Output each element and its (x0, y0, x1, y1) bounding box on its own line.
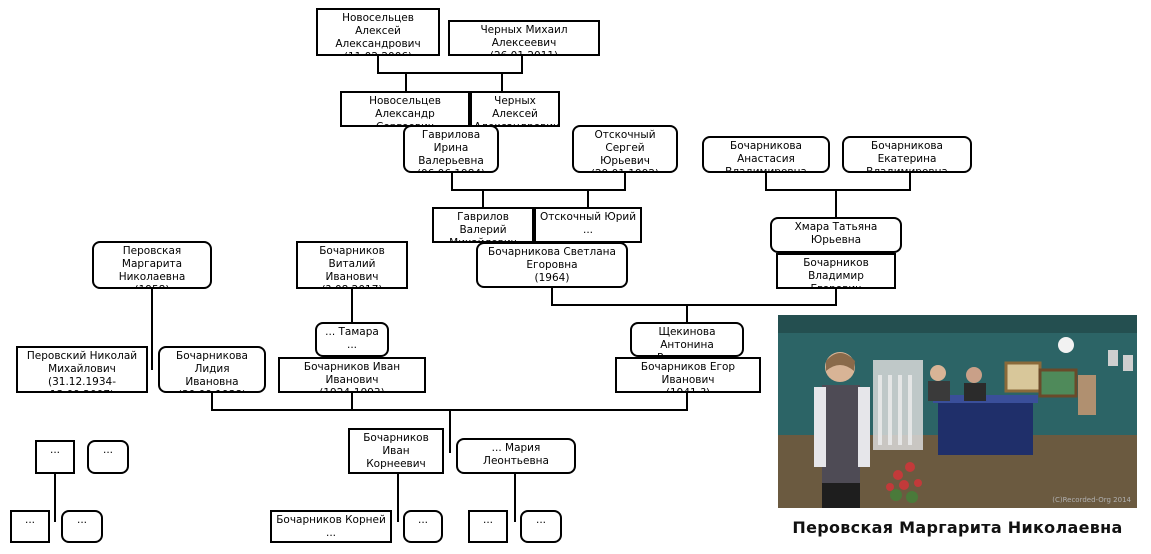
connector-group (54, 56, 911, 522)
person-node-bocharnikov-egor[interactable]: Бочарников Егор Иванович (1941-?) (615, 357, 761, 393)
person-node-chernykh-mikhail[interactable]: Черных Михаил Алексеевич (26.01.2011) (448, 20, 600, 56)
person-node-unknown[interactable]: ... (61, 510, 103, 543)
person-node-unknown[interactable]: ... (87, 440, 129, 474)
person-node-novoseltsev-aleksandr[interactable]: Новосельцев Александр Сергеевич (340, 91, 470, 127)
photo-illustration (778, 315, 1137, 508)
person-node-bocharnikov-vitaly[interactable]: Бочарников Виталий Иванович (?-08.2017) (296, 241, 408, 289)
person-node-bocharnikov-vladimir[interactable]: Бочарников Владимир Егорович (776, 253, 896, 289)
person-node-tamara[interactable]: ... Тамара ... (315, 322, 389, 357)
person-node-gavrilova-irina[interactable]: Гаврилова Ирина Валерьевна (06.06.1984) (403, 125, 499, 173)
person-node-bocharnikova-svetlana[interactable]: Бочарникова Светлана Егоровна (1964) (476, 242, 628, 288)
person-node-perovskaya-margarita[interactable]: Перовская Маргарита Николаевна (1958) (92, 241, 212, 289)
person-node-bocharnikov-ivan-korneevich[interactable]: Бочарников Иван Корнеевич (1896-1957) (348, 428, 444, 474)
person-node-bocharnikova-anastasia[interactable]: Бочарникова Анастасия Владимировна (702, 136, 830, 173)
person-node-gavrilov-valery[interactable]: Гаврилов Валерий Михайлович (432, 207, 534, 243)
connector-line (551, 288, 837, 322)
person-node-unknown[interactable]: ... (403, 510, 443, 543)
person-node-otskochny-sergey[interactable]: Отскочный Сергей Юрьевич (29.01.1992) (572, 125, 678, 173)
person-node-bocharnikova-ekaterina[interactable]: Бочарникова Екатерина Владимировна (842, 136, 972, 173)
connector-line (397, 474, 516, 522)
connector-line (211, 392, 688, 453)
person-node-unknown[interactable]: ... (468, 510, 508, 543)
connector-line (451, 173, 626, 207)
person-node-shchekinova-antonina[interactable]: Щекинова Антонина Романовна (630, 322, 744, 357)
person-node-chernykh-aleksey[interactable]: Черных Алексей Александрович (470, 91, 560, 127)
person-node-perovsky-nikolay[interactable]: Перовский Николай Михайлович (31.12.1934… (16, 346, 148, 393)
event-photo: (C)Recorded-Org 2014 (778, 315, 1137, 508)
person-node-unknown[interactable]: ... (35, 440, 75, 474)
photo-watermark: (C)Recorded-Org 2014 (1052, 496, 1131, 504)
person-node-khmara-tatyana[interactable]: Хмара Татьяна Юрьевна (770, 217, 902, 253)
person-node-mariya-leontyevna[interactable]: ... Мария Леонтьевна (456, 438, 576, 474)
person-node-unknown[interactable]: ... (10, 510, 50, 543)
person-node-otskochny-yury[interactable]: Отскочный Юрий ... (534, 207, 642, 243)
person-node-bocharnikov-ivan-ivanovich[interactable]: Бочарников Иван Иванович (1924-1993) (278, 357, 426, 393)
connector-line (377, 56, 523, 91)
person-node-novoseltsev-aleksey[interactable]: Новосельцев Алексей Александрович (11.02… (316, 8, 440, 56)
photo-caption: Перовская Маргарита Николаевна (792, 518, 1123, 537)
person-node-unknown[interactable]: ... (520, 510, 562, 543)
connector-line (765, 173, 911, 217)
person-node-bocharnikov-korney[interactable]: Бочарников Корней ... (270, 510, 392, 543)
person-node-bocharnikova-lidiya[interactable]: Бочарникова Лидия Ивановна (30.09.1938) (158, 346, 266, 393)
